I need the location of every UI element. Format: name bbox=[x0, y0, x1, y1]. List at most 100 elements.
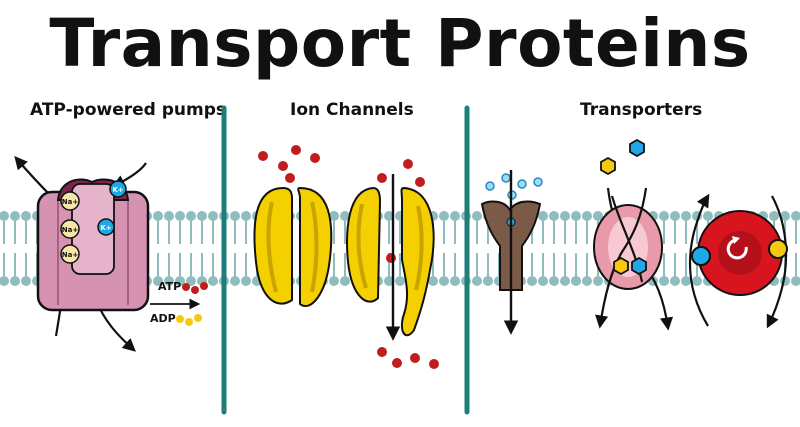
lipid-head bbox=[483, 276, 493, 286]
adp-phosphate bbox=[185, 318, 193, 326]
lipid-head bbox=[582, 276, 592, 286]
lipid-head bbox=[384, 276, 394, 286]
solute-hexagon bbox=[600, 156, 616, 176]
lipid-head bbox=[384, 211, 394, 221]
ion bbox=[278, 161, 288, 171]
lipid-head bbox=[153, 211, 163, 221]
rotation-arrow-icon bbox=[726, 238, 748, 260]
lipid-head bbox=[450, 211, 460, 221]
adp-phosphate bbox=[194, 314, 202, 322]
lipid-head bbox=[329, 276, 339, 286]
ion bbox=[258, 151, 268, 161]
lipid-head bbox=[329, 211, 339, 221]
ion bbox=[285, 173, 295, 183]
lipid-head bbox=[549, 276, 559, 286]
atp-label: ATP bbox=[158, 280, 181, 293]
ion bbox=[377, 173, 387, 183]
lipid-head bbox=[439, 211, 449, 221]
antiporter-core bbox=[718, 231, 762, 275]
atp-phosphate bbox=[182, 283, 190, 291]
lipid-head bbox=[582, 211, 592, 221]
atp-pump: Na+ Na+ Na+ K+ K+ ATP ADP bbox=[14, 155, 208, 352]
sodium-ion bbox=[60, 244, 80, 264]
open-channel-shade bbox=[356, 203, 368, 289]
lipid-head bbox=[769, 211, 779, 221]
lipid-head bbox=[340, 211, 350, 221]
lipid-head bbox=[21, 276, 31, 286]
closed-channel-shade bbox=[266, 201, 278, 293]
solute-hexagon bbox=[629, 138, 645, 158]
antiporter-ion-yellow bbox=[768, 239, 788, 259]
lipid-head bbox=[241, 211, 251, 221]
potassium-ion-label: K+ bbox=[100, 224, 111, 232]
lipid-head bbox=[0, 211, 9, 221]
lipid-head bbox=[230, 211, 240, 221]
potassium-ion bbox=[109, 180, 127, 198]
lipid-head bbox=[0, 276, 9, 286]
ion bbox=[410, 353, 420, 363]
lipid-head bbox=[527, 276, 537, 286]
antiporter-arrow-up bbox=[689, 193, 710, 327]
lipid-head bbox=[571, 211, 581, 221]
lipid-head bbox=[549, 211, 559, 221]
lipid-head bbox=[186, 211, 196, 221]
lipid-head bbox=[241, 276, 251, 286]
lipid-head bbox=[21, 211, 31, 221]
sodium-ion bbox=[60, 191, 80, 211]
ion-channels bbox=[253, 145, 439, 369]
ion bbox=[310, 153, 320, 163]
potassium-ion bbox=[97, 218, 115, 236]
lipid-head bbox=[538, 211, 548, 221]
water-molecule bbox=[485, 181, 495, 191]
ion bbox=[386, 253, 396, 263]
lipid-head bbox=[175, 211, 185, 221]
lipid-head bbox=[659, 276, 669, 286]
section-label-channels: Ion Channels bbox=[290, 100, 414, 120]
lipid-head bbox=[186, 276, 196, 286]
lipid-head bbox=[472, 211, 482, 221]
section-label-pumps: ATP-powered pumps bbox=[30, 100, 227, 120]
lipid-head bbox=[538, 276, 548, 286]
open-channel-shade bbox=[414, 205, 424, 291]
water-molecule bbox=[517, 179, 527, 189]
ion bbox=[377, 347, 387, 357]
lipid-head bbox=[153, 276, 163, 286]
atp-phosphate bbox=[200, 282, 208, 290]
water-molecule bbox=[533, 177, 543, 187]
lipid-head bbox=[670, 276, 680, 286]
lipid-head bbox=[10, 276, 20, 286]
solute-hexagon bbox=[613, 256, 629, 276]
lipid-head bbox=[230, 276, 240, 286]
adp-label: ADP bbox=[150, 312, 176, 325]
lipid-head bbox=[208, 211, 218, 221]
rotation-arrow-icon bbox=[732, 236, 740, 244]
lipid-head bbox=[164, 211, 174, 221]
pump-arrow-out bbox=[14, 155, 53, 198]
antiporter-ion-blue bbox=[691, 246, 711, 266]
ion bbox=[429, 359, 439, 369]
sodium-ion bbox=[60, 219, 80, 239]
sodium-ion-label: Na+ bbox=[62, 198, 79, 206]
lipid-head bbox=[472, 276, 482, 286]
lipid-head bbox=[571, 276, 581, 286]
water-molecule bbox=[501, 173, 511, 183]
lipid-head bbox=[791, 211, 800, 221]
lipid-head bbox=[164, 276, 174, 286]
lipid-head bbox=[10, 211, 20, 221]
ion bbox=[392, 358, 402, 368]
lipid-head bbox=[450, 276, 460, 286]
adp-phosphate bbox=[176, 315, 184, 323]
open-channel-left-half bbox=[346, 186, 382, 303]
lipid-head bbox=[593, 211, 603, 221]
ion bbox=[403, 159, 413, 169]
lipid-head bbox=[175, 276, 185, 286]
closed-channel-shade bbox=[310, 201, 319, 293]
lipid-head bbox=[428, 276, 438, 286]
sodium-ion-label: Na+ bbox=[62, 226, 79, 234]
lipid-head bbox=[340, 276, 350, 286]
ion bbox=[415, 177, 425, 187]
lipid-head bbox=[681, 211, 691, 221]
lipid-head bbox=[208, 276, 218, 286]
sodium-ion-label: Na+ bbox=[62, 251, 79, 259]
closed-channel-left-half bbox=[253, 186, 293, 305]
